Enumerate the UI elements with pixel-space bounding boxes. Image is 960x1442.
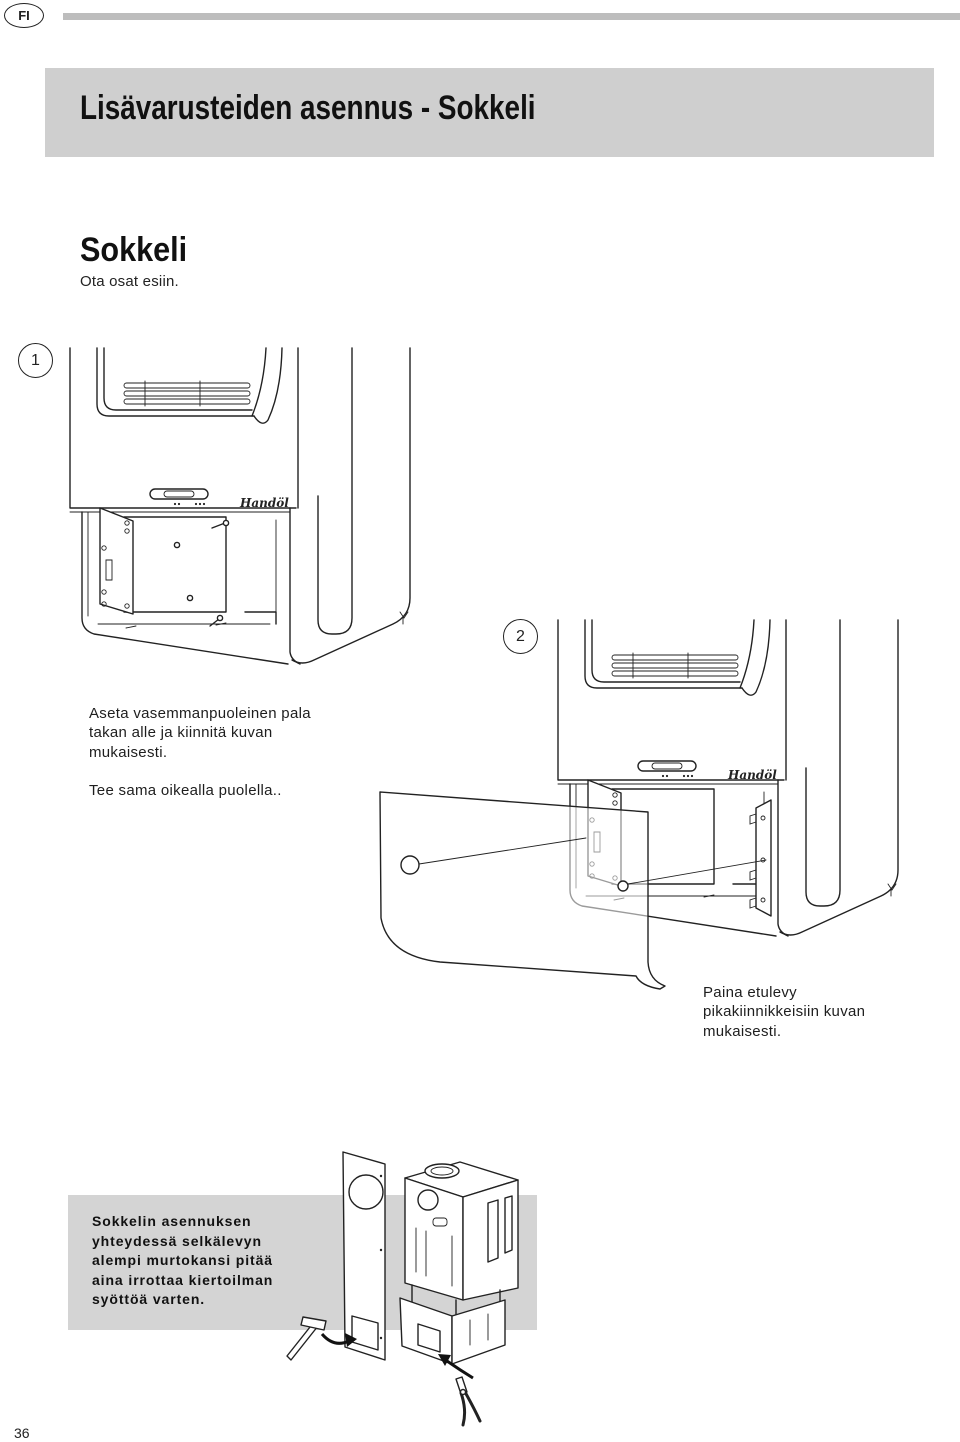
knockout-cover <box>351 1315 379 1351</box>
plinth-frame <box>81 511 289 665</box>
instruction-line: Aseta vasemmanpuoleinen pala <box>89 705 311 722</box>
knockout-illustration <box>286 1151 519 1427</box>
flue-collar <box>424 1163 460 1179</box>
step-number-2: 2 <box>503 619 538 654</box>
quick-fastener-knob <box>400 855 420 875</box>
plinth-bracket-left <box>99 507 134 615</box>
step1-note: Tee sama oikealla puolella.. <box>89 782 282 799</box>
screws <box>173 519 230 627</box>
step-number-1: 1 <box>18 343 53 378</box>
instruction-line: Paina etulevy <box>703 984 797 1001</box>
step1-instruction: Aseta vasemmanpuoleinen pala takan alle … <box>89 704 311 762</box>
side-column <box>289 347 411 665</box>
notice-line: aina irrottaa kiertoilman <box>92 1271 274 1288</box>
notice-line: alempi murtokansi pitää <box>92 1252 273 1268</box>
page-title: Lisävarusteiden asennus - Sokkeli <box>80 89 536 127</box>
stove-illustration-step2 <box>379 619 899 990</box>
notice-box: Sokkelin asennuksen yhteydessä selkälevy… <box>68 1195 537 1330</box>
instruction-line: mukaisesti. <box>703 1022 782 1040</box>
stove-illustration-step1: Handöl <box>69 347 411 665</box>
arrow-icon <box>320 1332 357 1347</box>
instruction-line: mukaisesti. <box>89 743 168 761</box>
top-rule <box>63 13 960 20</box>
brand-logo: Handöl <box>239 496 289 510</box>
arrow-icon <box>438 1354 474 1380</box>
page-number: 36 <box>14 1425 30 1441</box>
alignment-line <box>418 837 587 865</box>
step2-instruction: Paina etulevy pikakiinnikkeisiin kuvan m… <box>703 983 865 1041</box>
stove-front-edge <box>69 347 297 509</box>
stove-body: Handöl <box>69 347 411 665</box>
section-heading: Sokkeli <box>80 231 188 269</box>
header-band: Lisävarusteiden asennus - Sokkeli <box>45 68 934 157</box>
window <box>96 347 283 424</box>
section-intro: Ota osat esiin. <box>80 273 179 290</box>
knockout-opening <box>417 1323 441 1353</box>
notice-line: syöttöä varten. <box>92 1291 206 1307</box>
language-badge: FI <box>4 3 44 28</box>
notice-text: Sokkelin asennuksen yhteydessä selkälevy… <box>92 1212 273 1310</box>
instruction-line: pikakiinnikkeisiin kuvan <box>703 1003 866 1021</box>
alignment-line <box>627 859 767 885</box>
plinth-assembly <box>399 1284 506 1365</box>
notice-line: yhteydessä selkälevyn <box>92 1232 262 1249</box>
air-control-handle <box>149 488 209 506</box>
notice-line: Sokkelin asennuksen <box>92 1213 252 1229</box>
instruction-line: takan alle ja kiinnitä kuvan <box>89 724 273 742</box>
back-plate <box>342 1151 386 1361</box>
hammer-icon <box>286 1316 327 1361</box>
convector-body <box>404 1161 519 1301</box>
front-plate <box>379 791 666 990</box>
pliers-icon <box>455 1376 482 1427</box>
plinth-bracket-right <box>749 799 772 917</box>
